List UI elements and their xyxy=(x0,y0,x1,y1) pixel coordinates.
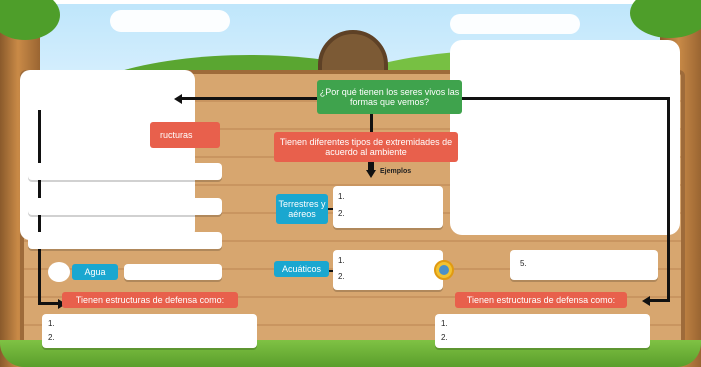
item-number: 1. xyxy=(338,192,345,201)
item-number: 1. xyxy=(48,319,55,328)
connector-line xyxy=(328,208,336,210)
left-answer-line[interactable] xyxy=(28,163,222,180)
left-answer-line[interactable] xyxy=(28,198,222,215)
left-top-red-text: ructuras xyxy=(160,129,193,140)
ejemplos-label: Ejemplos xyxy=(380,168,412,175)
center-question-pill: ¿Por qué tienen los seres vivos las form… xyxy=(317,80,462,114)
defensa-left-text: Tienen estructuras de defensa como: xyxy=(75,294,225,305)
connector-line xyxy=(462,97,670,100)
terrestres-answer-box[interactable]: 1. 2. xyxy=(333,186,443,228)
item-number: 2. xyxy=(48,333,55,342)
item-number: 5. xyxy=(520,259,527,268)
terrestres-pill: Terrestres y aéreos xyxy=(276,194,328,224)
connector-line xyxy=(180,97,318,100)
defensa-right-text: Tienen estructuras de defensa como: xyxy=(466,294,616,305)
defensa-left-answer-box[interactable]: 1. 2. xyxy=(42,314,257,348)
acuaticos-answer-box[interactable]: 1. 2. xyxy=(333,250,443,290)
right-answer-box[interactable]: 5. xyxy=(510,250,658,280)
extremidades-pill: Tienen diferentes tipos de extremidades … xyxy=(274,132,458,162)
item-number: 2. xyxy=(338,209,345,218)
item-number: 2. xyxy=(441,333,448,342)
down-arrow-icon xyxy=(366,170,376,178)
defensa-left-pill: Tienen estructuras de defensa como: xyxy=(62,292,238,308)
defensa-right-pill: Tienen estructuras de defensa como: xyxy=(455,292,627,308)
connector-line xyxy=(650,299,670,302)
acuaticos-text: Acuáticos xyxy=(281,263,322,274)
connector-line xyxy=(328,270,336,272)
extremidades-text: Tienen diferentes tipos de extremidades … xyxy=(279,136,453,157)
obscured-region xyxy=(450,40,680,235)
terrestres-text: Terrestres y aéreos xyxy=(278,198,326,219)
item-number: 1. xyxy=(338,256,345,265)
shield-icon xyxy=(434,260,454,280)
connector-line xyxy=(38,302,60,305)
left-arrow-icon xyxy=(174,94,182,104)
agua-answer-box[interactable] xyxy=(124,264,222,280)
acuaticos-pill: Acuáticos xyxy=(274,261,329,277)
agua-text: Agua xyxy=(84,266,106,277)
cloud xyxy=(110,10,230,32)
connector-line xyxy=(667,97,670,302)
cloud xyxy=(450,14,580,34)
item-number: 1. xyxy=(441,319,448,328)
center-question-text: ¿Por qué tienen los seres vivos las form… xyxy=(319,86,460,107)
left-arrow-icon xyxy=(642,296,650,306)
obscured-region xyxy=(48,262,70,282)
agua-pill: Agua xyxy=(72,264,118,280)
connector-line xyxy=(368,160,374,170)
left-top-red-pill: ructuras xyxy=(150,122,220,148)
defensa-right-answer-box[interactable]: 1. 2. xyxy=(435,314,650,348)
left-answer-line[interactable] xyxy=(28,232,222,249)
item-number: 2. xyxy=(338,272,345,281)
